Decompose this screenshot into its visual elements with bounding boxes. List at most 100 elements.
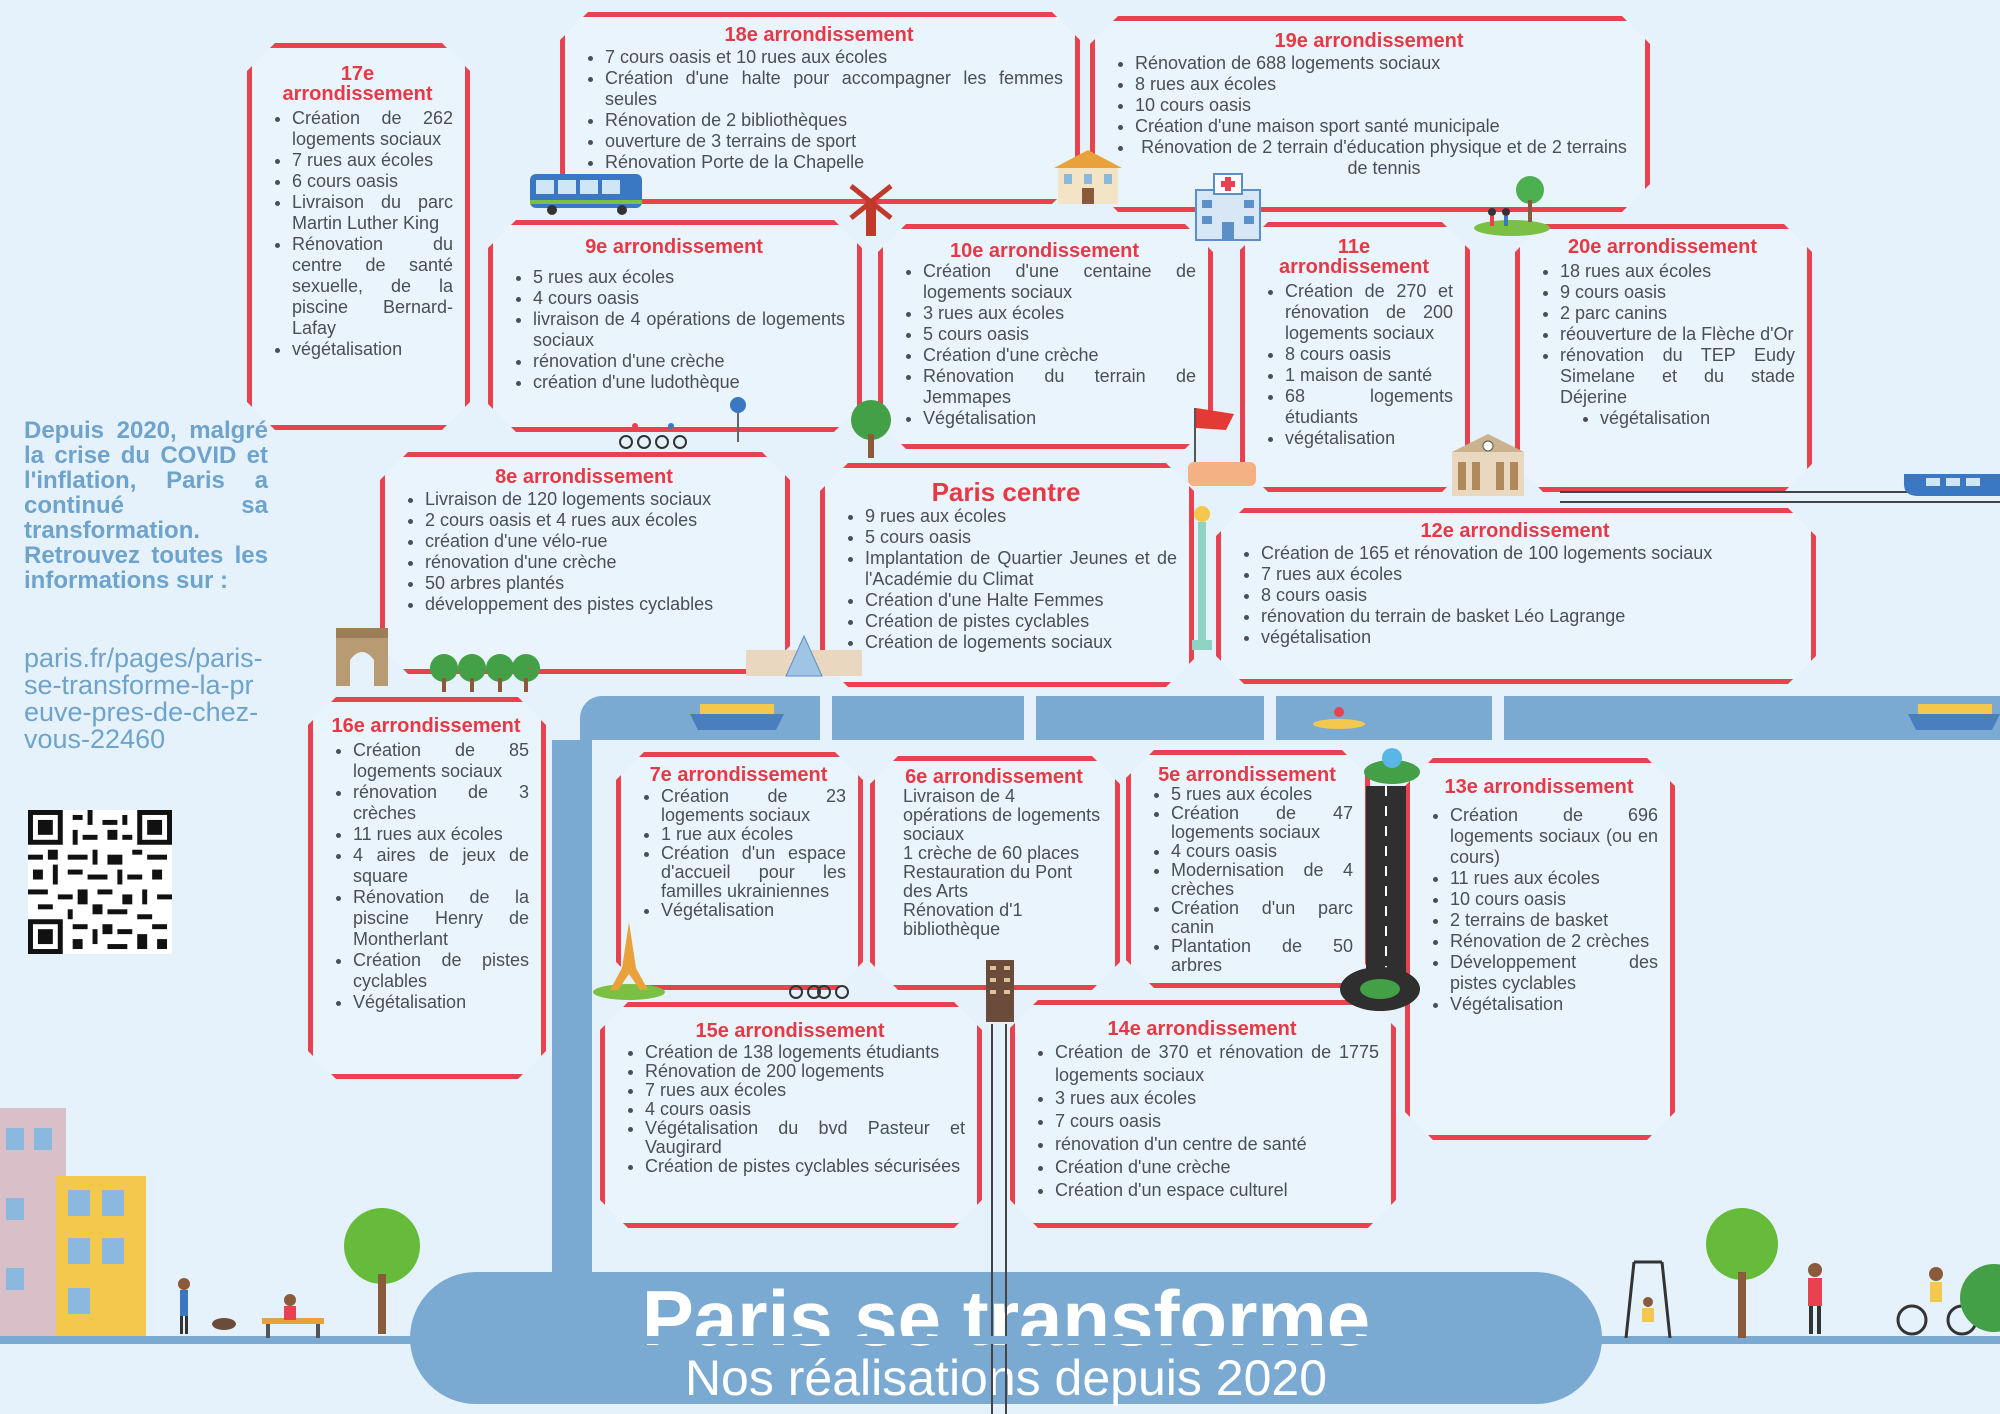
card-title: 5e arrondissement — [1158, 764, 1336, 786]
sidebar-link[interactable]: paris.fr/pages/paris-se-transforme-la-pr… — [24, 643, 263, 754]
station-building-icon — [1452, 434, 1524, 496]
list-item: rénovation d'une crèche — [425, 552, 773, 573]
list-item: Création de 85 logements sociaux — [353, 740, 529, 782]
list-item: Création d'une centaine de logements soc… — [923, 261, 1196, 303]
list-item: 7 rues aux écoles — [1261, 564, 1799, 585]
list-item: Végétalisation — [661, 901, 846, 920]
swing-icon — [1624, 1260, 1672, 1338]
list-item: Création de logements sociaux — [865, 632, 1177, 653]
boat-icon — [690, 704, 784, 730]
bush-icon — [1960, 1264, 2000, 1332]
list-item: Rénovation de la piscine Henry de Monthe… — [353, 887, 529, 950]
card-list: 5 rues aux écoles 4 cours oasis livraiso… — [503, 267, 845, 393]
list-item: Restauration du Pont des Arts — [903, 862, 1073, 901]
louvre-icon — [746, 634, 862, 677]
list-item: Création de 165 et rénovation de 100 log… — [1261, 543, 1799, 564]
card-11e: 11e arrondissement Création de 270 et ré… — [1240, 222, 1470, 492]
card-title: 7e arrondissement — [649, 764, 828, 786]
card-list: 7 cours oasis et 10 rues aux écoles Créa… — [575, 47, 1063, 173]
list-item: 7 rues aux écoles — [645, 1081, 965, 1100]
bridge — [1492, 696, 1504, 740]
list-item: 1 crèche de 60 places — [903, 843, 1080, 863]
list-item: végétalisation — [1285, 428, 1453, 449]
list-item: 7 cours oasis et 10 rues aux écoles — [605, 47, 1063, 68]
list-item: 7 rues aux écoles — [292, 150, 453, 171]
card-7e: 7e arrondissement Création de 23 logemen… — [616, 752, 863, 990]
list-item: Rénovation de 688 logements sociaux — [1135, 53, 1633, 74]
card-title: Paris centre — [931, 477, 1081, 507]
list-item: Rénovation du terrain de Jemmapes — [923, 366, 1196, 408]
list-item: 4 aires de jeux de square — [353, 845, 529, 887]
list-item: 4 cours oasis — [645, 1100, 965, 1119]
list-item: 68 logements étudiants — [1285, 386, 1453, 428]
list-item: Végétalisation — [353, 992, 529, 1013]
list-item: Création d'un espace d'accueil pour les … — [661, 844, 846, 901]
houses-icon — [0, 1108, 146, 1340]
person-walking-dog-icon — [178, 1278, 236, 1334]
list-item: Végétalisation — [923, 408, 1196, 429]
list-item: Modernisation de 4 crèches — [1171, 861, 1353, 899]
cyclists-icon — [619, 423, 687, 449]
list-item: ouverture de 3 terrains de sport — [605, 131, 1063, 152]
list-item: Livraison de 120 logements sociaux — [425, 489, 773, 510]
list-item: 5 cours oasis — [923, 324, 1196, 345]
tower-building-icon — [986, 960, 1014, 1022]
card-title: 15e arrondissement — [695, 1020, 885, 1042]
list-item: 11 rues aux écoles — [1450, 868, 1658, 889]
card-list: 5 rues aux écoles Création de 47 logemen… — [1141, 785, 1353, 975]
list-item: Développement des pistes cyclables — [1450, 952, 1658, 994]
list-item: Création de 23 logements sociaux — [661, 787, 846, 825]
list-item: Implantation de Quartier Jeunes et de l'… — [865, 548, 1177, 590]
trees-icon — [430, 654, 540, 692]
list-item: Création de pistes cyclables — [353, 950, 529, 992]
roundabout-icon — [1340, 967, 1420, 1011]
column-monument-icon — [1192, 506, 1212, 650]
bus-icon — [530, 174, 642, 215]
list-item: réouverture de la Flèche d'Or — [1560, 324, 1795, 345]
list-item: 11 rues aux écoles — [353, 824, 529, 845]
eiffel-tower-icon — [593, 922, 665, 1000]
card-list: Création de 270 et rénovation de 200 log… — [1255, 281, 1453, 449]
list-item: 5 rues aux écoles — [1171, 785, 1353, 804]
list-item: Rénovation Porte de la Chapelle — [605, 152, 1063, 173]
list-item: création d'une vélo-rue — [425, 531, 773, 552]
card-title: 8e arrondissement — [495, 466, 673, 488]
list-item: Création de 262 logements sociaux — [292, 108, 453, 150]
list-item: Création de pistes cyclables — [865, 611, 1177, 632]
card-5e: 5e arrondissement 5 rues aux écoles Créa… — [1126, 750, 1370, 988]
boat-icon — [1908, 704, 2000, 730]
list-item: 4 cours oasis — [1171, 842, 1353, 861]
card-list: Rénovation de 688 logements sociaux 8 ru… — [1105, 53, 1633, 179]
card-title: 9e arrondissement — [585, 236, 763, 258]
list-item: Plantation de 50 arbres — [1171, 937, 1353, 975]
list-item: Livraison du parc Martin Luther King — [292, 192, 453, 234]
kayak-icon — [1313, 707, 1365, 729]
card-list: Création de 23 logements sociaux 1 rue a… — [631, 787, 846, 920]
railway-track-vertical — [991, 1024, 1007, 1414]
cyclists-icon — [789, 985, 849, 999]
list-item: Création d'une maison sport santé munici… — [1135, 116, 1633, 137]
list-item: 8 cours oasis — [1261, 585, 1799, 606]
card-list: Création de 370 et rénovation de 1775 lo… — [1025, 1041, 1379, 1202]
card-title: 11e arrondissement — [1278, 236, 1430, 278]
card-list: Création d'une centaine de logements soc… — [893, 261, 1196, 429]
person-on-bench-icon — [262, 1294, 324, 1338]
hospital-icon — [1195, 173, 1261, 241]
card-14e: 14e arrondissement Création de 370 et ré… — [1010, 1000, 1396, 1228]
list-item: 6 cours oasis — [292, 171, 453, 192]
list-item: 50 arbres plantés — [425, 573, 773, 594]
card-title: 6e arrondissement — [905, 766, 1083, 788]
list-item: Végétalisation du bvd Pasteur et Vaugira… — [645, 1119, 965, 1157]
list-item: 1 maison de santé — [1285, 365, 1453, 386]
card-title: 20e arrondissement — [1568, 236, 1757, 258]
card-title: 13e arrondissement — [1444, 776, 1634, 798]
list-item: rénovation de 3 crèches — [353, 782, 529, 824]
list-item: 9 rues aux écoles — [865, 506, 1177, 527]
card-list: Création de 696 logements sociaux (ou en… — [1420, 805, 1658, 1015]
list-item: Rénovation d'1 bibliothèque — [903, 900, 1023, 939]
list-item: Rénovation de 200 logements — [645, 1062, 965, 1081]
qr-code-icon[interactable] — [28, 810, 172, 954]
list-item: rénovation d'une crèche — [533, 351, 845, 372]
list-item: Création d'un parc canin — [1171, 899, 1353, 937]
